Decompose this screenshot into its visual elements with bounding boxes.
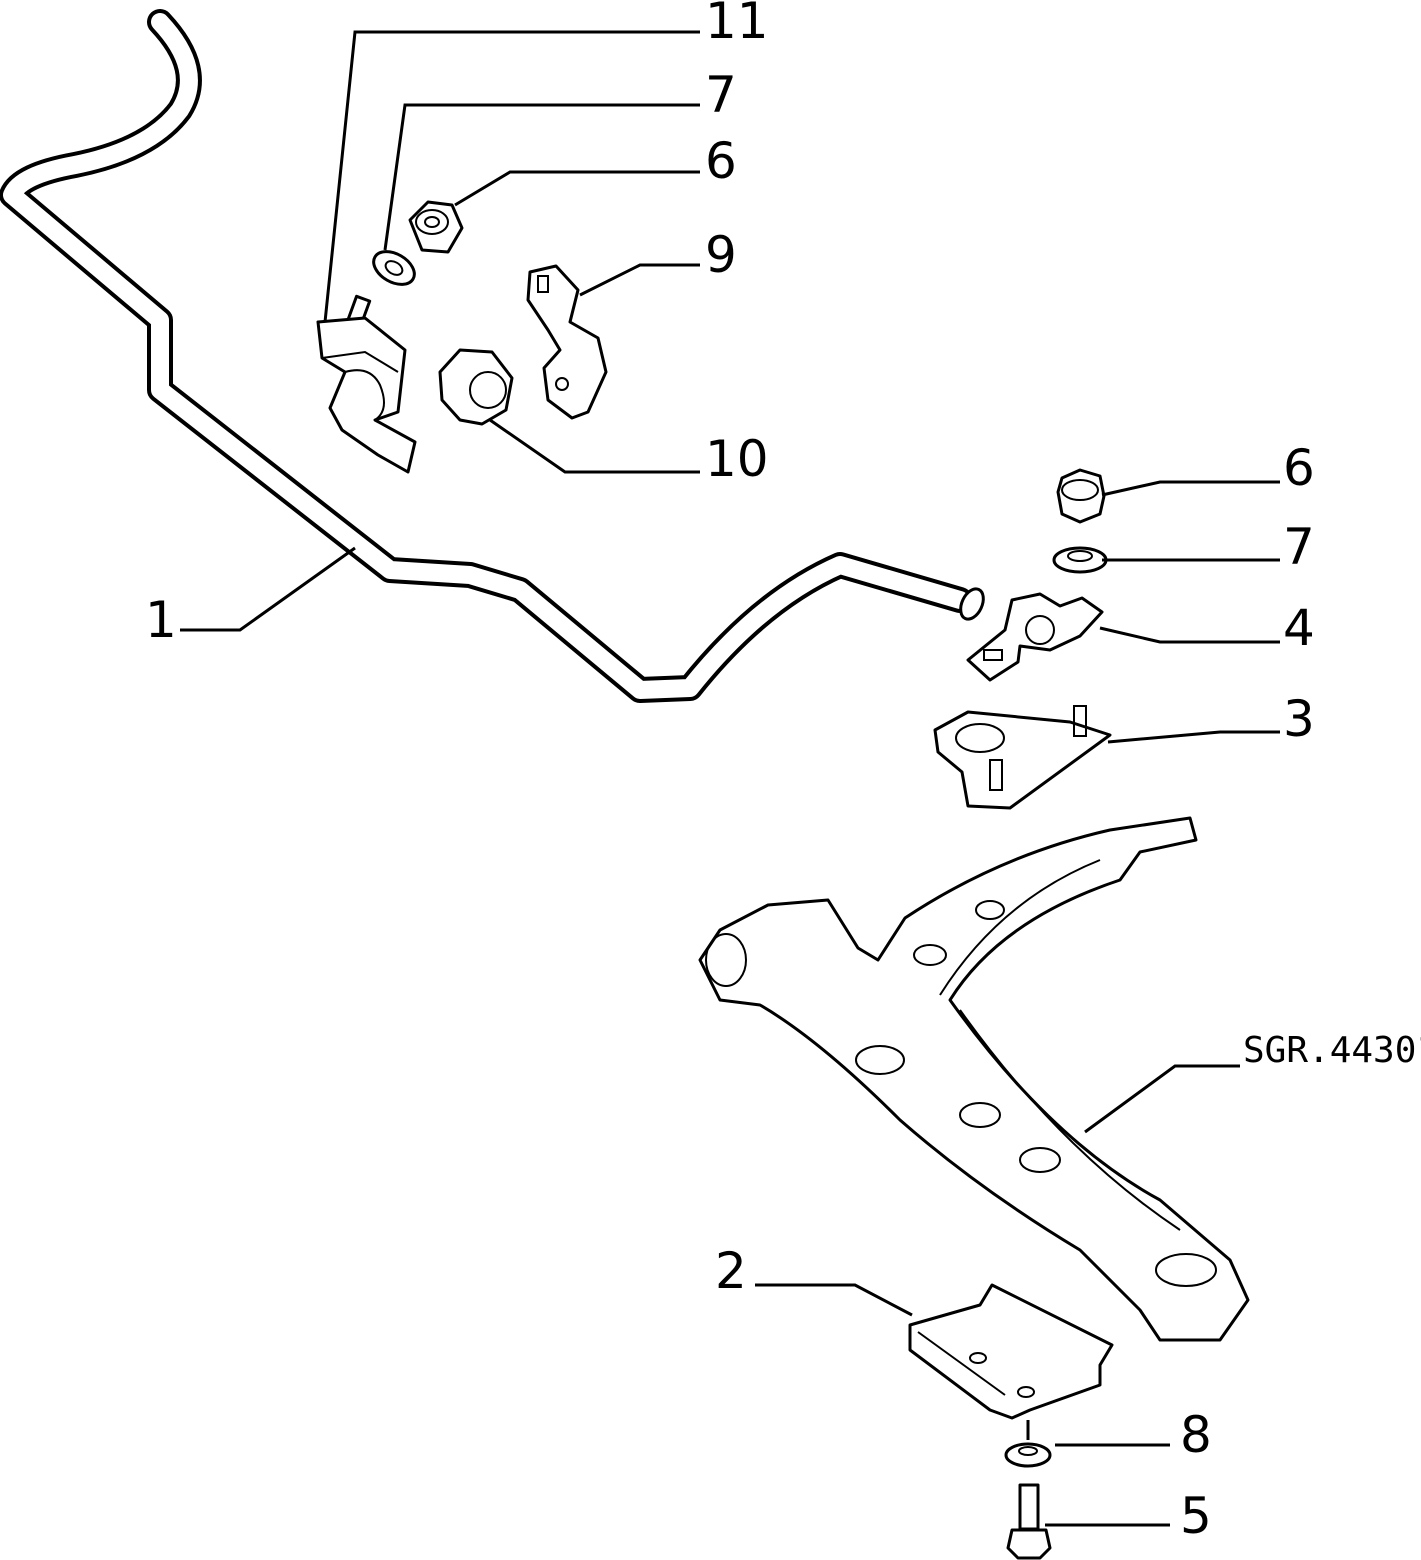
callout-1: 1 [145, 591, 177, 649]
mounting-plate-3 [933, 705, 1112, 810]
skid-plate-2 [908, 1283, 1114, 1420]
callout-6-right: 6 [1283, 439, 1315, 497]
nut-6-top [408, 200, 464, 254]
bracket-11 [316, 294, 417, 474]
callout-9: 9 [705, 226, 737, 284]
control-arm [698, 816, 1250, 1342]
callout-4: 4 [1283, 599, 1315, 657]
clamp-bracket-9 [526, 264, 608, 420]
callout-3: 3 [1283, 690, 1315, 748]
bushing-10 [438, 348, 514, 426]
callout-6-top: 6 [705, 132, 737, 190]
clamp-4 [966, 592, 1104, 682]
bolt-5 [1006, 1483, 1052, 1560]
washer-7-top [372, 250, 416, 286]
stabilizer-bar [0, 9, 985, 703]
callout-5: 5 [1180, 1487, 1212, 1545]
callout-2: 2 [715, 1242, 747, 1300]
callout-8: 8 [1180, 1406, 1212, 1464]
washer-8 [1004, 1442, 1052, 1468]
nut-6-right [1056, 468, 1106, 524]
drawing-code: SGR.44301 [1243, 1030, 1421, 1071]
callout-7-right: 7 [1283, 518, 1315, 576]
callout-7-top: 7 [705, 66, 737, 124]
washer-7-right [1052, 546, 1108, 574]
callout-11: 11 [705, 0, 769, 50]
leader-lines [180, 30, 1280, 1527]
callout-10: 10 [705, 430, 769, 488]
callout-labels: 11 7 6 9 10 1 6 7 4 3 SGR.44301 2 8 5 [145, 0, 1421, 1545]
